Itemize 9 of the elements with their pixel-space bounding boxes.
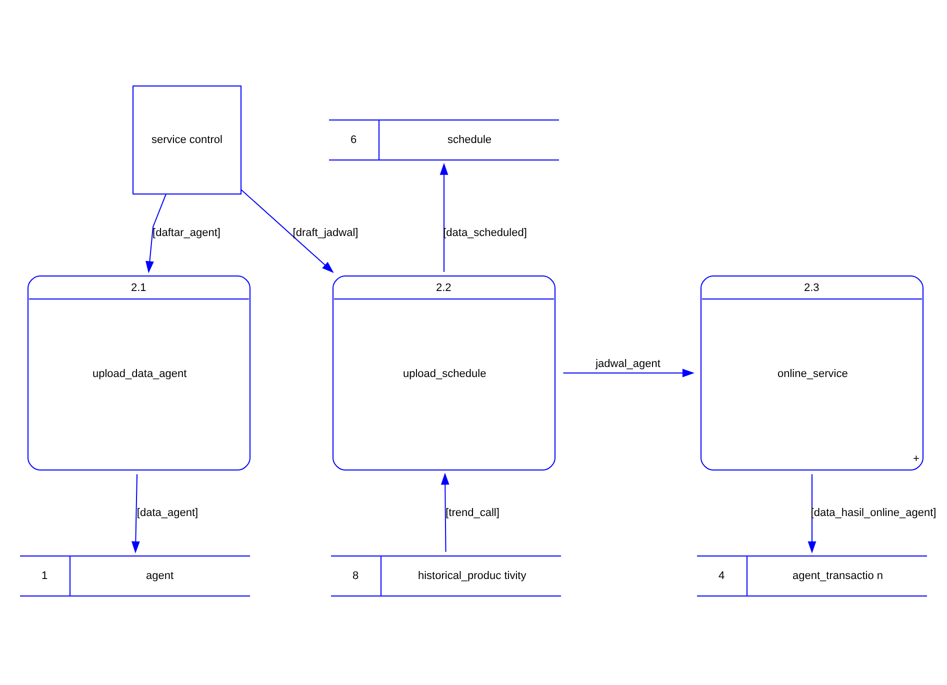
edge-label: [data_agent] [136, 506, 198, 518]
node-text: 1 agent [42, 569, 174, 582]
edge-label: [daftar_agent] [152, 226, 220, 238]
node-text: 8 historical_produc tivity [352, 569, 526, 582]
edge-label: [trend_call] [446, 506, 500, 518]
edge-label: jadwal_agent [596, 357, 660, 370]
node-text: 4 agent_transactio n [718, 569, 884, 582]
edge-label: [draft_jadwal] [292, 226, 358, 238]
node-text: 6 schedule [350, 133, 492, 146]
